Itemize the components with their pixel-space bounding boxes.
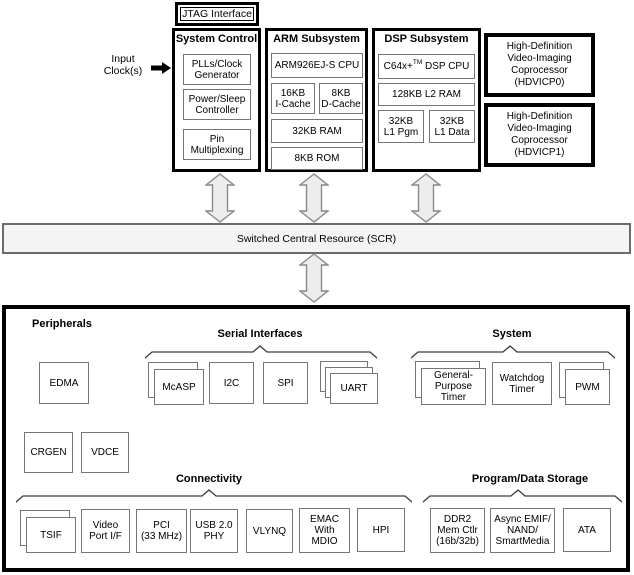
scr-label: Switched Central Resource (SCR) <box>236 232 397 245</box>
system-group-brace <box>411 345 615 359</box>
pwm-box: PWM <box>565 369 610 405</box>
input-clock-arrow-icon <box>151 62 171 74</box>
arm-cpu-box: ARM926EJ-S CPU <box>271 53 363 78</box>
serial-interfaces-title: Serial Interfaces <box>217 328 303 340</box>
dsp-scr-arrow-icon <box>411 173 441 223</box>
scr-bar: Switched Central Resource (SCR) <box>2 223 631 254</box>
tsif-stack: TSIF <box>20 510 76 553</box>
system-control-title: System Control <box>175 33 258 45</box>
mcasp-box: McASP <box>154 369 204 405</box>
edma-box: EDMA <box>39 362 89 404</box>
dsp-cpu-box: C64x+TM DSP CPU <box>378 54 475 79</box>
arm-ram-box: 32KB RAM <box>271 119 363 143</box>
dsp-cpu-label: C64x+TM DSP CPU <box>383 59 470 72</box>
peripherals-title: Peripherals <box>32 318 92 330</box>
ata-box: ATA <box>563 508 611 552</box>
pci-box: PCI(33 MHz) <box>136 509 187 553</box>
arm-subsystem-title: ARM Subsystem <box>273 33 360 45</box>
vdce-box: VDCE <box>81 432 129 473</box>
arm-scr-arrow-icon <box>299 173 329 223</box>
async-emif-box: Async EMIF/NAND/SmartMedia <box>490 508 555 553</box>
arm-rom-box: 8KB ROM <box>271 147 363 170</box>
dsp-l2-ram-box: 128KB L2 RAM <box>378 83 475 106</box>
dsp-subsystem-title: DSP Subsystem <box>384 33 469 45</box>
system-group-title: System <box>492 328 532 340</box>
tsif-box: TSIF <box>26 517 76 553</box>
hpi-box: HPI <box>357 508 405 552</box>
crgen-box: CRGEN <box>24 432 73 473</box>
jtag-interface-label: JTAG Interface <box>180 7 254 21</box>
program-data-storage-title: Program/Data Storage <box>471 473 589 485</box>
connectivity-title: Connectivity <box>175 473 242 485</box>
uart-stack: UART <box>320 361 378 405</box>
jtag-interface-box: JTAG Interface <box>175 2 259 26</box>
mcasp-stack: McASP <box>148 362 204 405</box>
scr-peripherals-arrow-icon <box>299 253 329 303</box>
connectivity-brace <box>16 489 412 503</box>
program-data-storage-brace <box>423 489 622 503</box>
i2c-box: I2C <box>209 362 254 404</box>
spi-box: SPI <box>263 362 308 404</box>
vlynq-box: VLYNQ <box>246 509 293 553</box>
serial-interfaces-brace <box>145 345 377 359</box>
system-control-scr-arrow-icon <box>205 173 235 223</box>
pwm-stack: PWM <box>559 362 610 405</box>
uart-box: UART <box>330 373 378 404</box>
